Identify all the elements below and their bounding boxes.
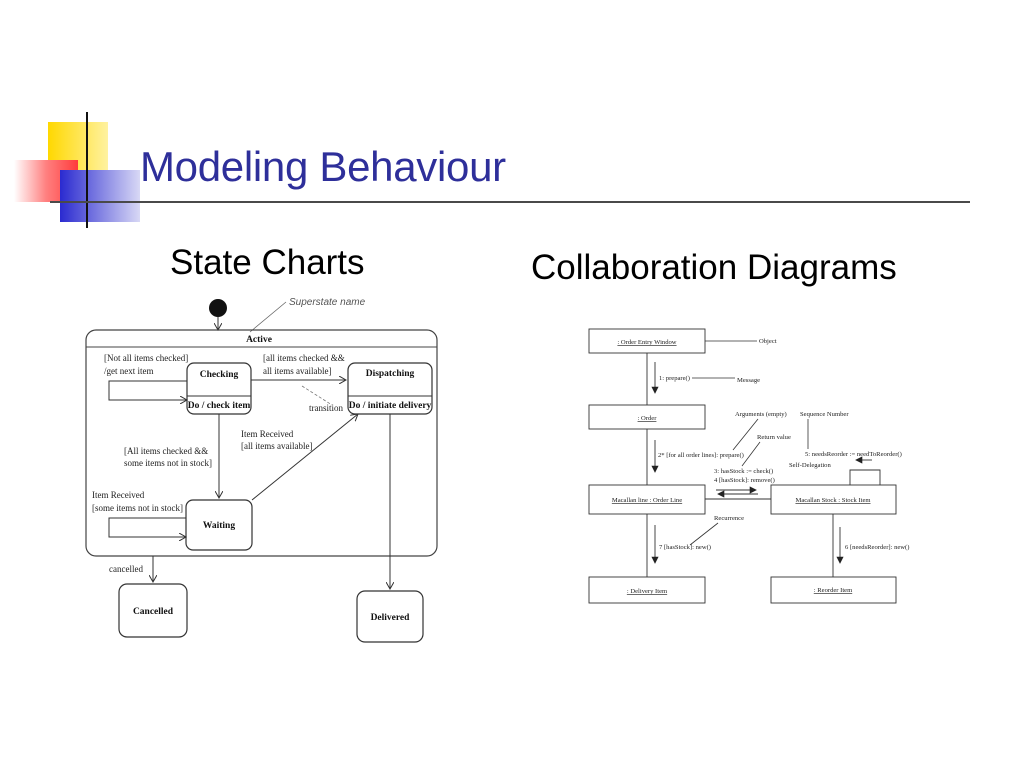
cancelled-name: Cancelled [133, 607, 174, 617]
message-1: 1: prepare() [659, 375, 690, 382]
dispatching-name: Dispatching [366, 369, 415, 379]
label-item-received-2: Item Received [92, 490, 145, 500]
object-stock-item [770, 484, 897, 515]
order-line-label: Macallan line : Order Line [612, 497, 682, 504]
state-waiting [185, 499, 253, 551]
label-transition: transition [309, 403, 343, 413]
label-all-items-checked: [All items checked && [124, 446, 208, 456]
annotation-self-delegation: Self-Delegation [789, 462, 831, 469]
object-order [588, 404, 706, 430]
label-item-received: Item Received [241, 429, 294, 439]
object-reorder-item [770, 576, 897, 604]
corner-decoration [14, 112, 140, 228]
annotation-object: Object [759, 338, 777, 345]
label-all-items-available: [all items available] [241, 441, 312, 451]
state-cancelled [118, 583, 188, 638]
message-2: 2* [for all order lines]: prepare() [658, 452, 744, 459]
annotation-return-value: Return value [757, 434, 791, 441]
message-4: 4 [hasStock]: remove() [714, 477, 775, 484]
waiting-name: Waiting [203, 521, 235, 531]
dispatching-activity: Do / initiate delivery [349, 401, 432, 411]
order-entry-label: : Order Entry Window [617, 339, 676, 346]
message-3: 3: hasStock := check() [714, 468, 773, 475]
label-all-available: all items available] [263, 366, 331, 376]
message-6: 6 [needsReorder]: new() [845, 544, 909, 551]
delivered-name: Delivered [371, 613, 411, 623]
label-some-not-in-stock: some items not in stock] [124, 458, 212, 468]
message-7: 7 [hasStock]: new() [659, 544, 711, 551]
message-5: 5: needsReorder := needToReorder() [805, 451, 902, 458]
label-cancelled: cancelled [109, 564, 143, 574]
label-get-next-item: /get next item [104, 366, 154, 376]
state-charts-heading: State Charts [170, 243, 365, 282]
label-all-checked: [all items checked && [263, 353, 345, 363]
object-delivery-item [588, 576, 706, 604]
annotation-message: Message [737, 377, 760, 384]
annotation-recurrence: Recurrence [714, 515, 744, 522]
order-label: : Order [638, 415, 658, 422]
initial-state-dot [209, 299, 227, 317]
checking-name: Checking [200, 370, 239, 380]
reorder-item-label: : Reorder Item [814, 587, 853, 594]
superstate-annotation: Superstate name [289, 297, 366, 308]
annotation-sequence-number: Sequence Number [800, 411, 849, 418]
object-order-entry-window [588, 328, 706, 354]
stock-item-label: Macallan Stock : Stock Item [795, 497, 871, 504]
label-some-items-not-in-stock: [some items not in stock] [92, 503, 183, 513]
superstate-name: Active [246, 335, 272, 345]
collaboration-diagrams-heading: Collaboration Diagrams [531, 248, 897, 287]
delivery-item-label: : Delivery Item [627, 588, 668, 595]
annotation-arguments: Arguments (empty) [735, 411, 787, 418]
superstate-active [85, 329, 438, 557]
slide-title: Modeling Behaviour [140, 143, 506, 190]
object-order-line [588, 484, 706, 515]
label-not-all-checked: [Not all items checked] [104, 353, 188, 363]
checking-activity: Do / check item [188, 401, 251, 411]
state-delivered [356, 590, 424, 643]
title-underline [50, 201, 970, 203]
